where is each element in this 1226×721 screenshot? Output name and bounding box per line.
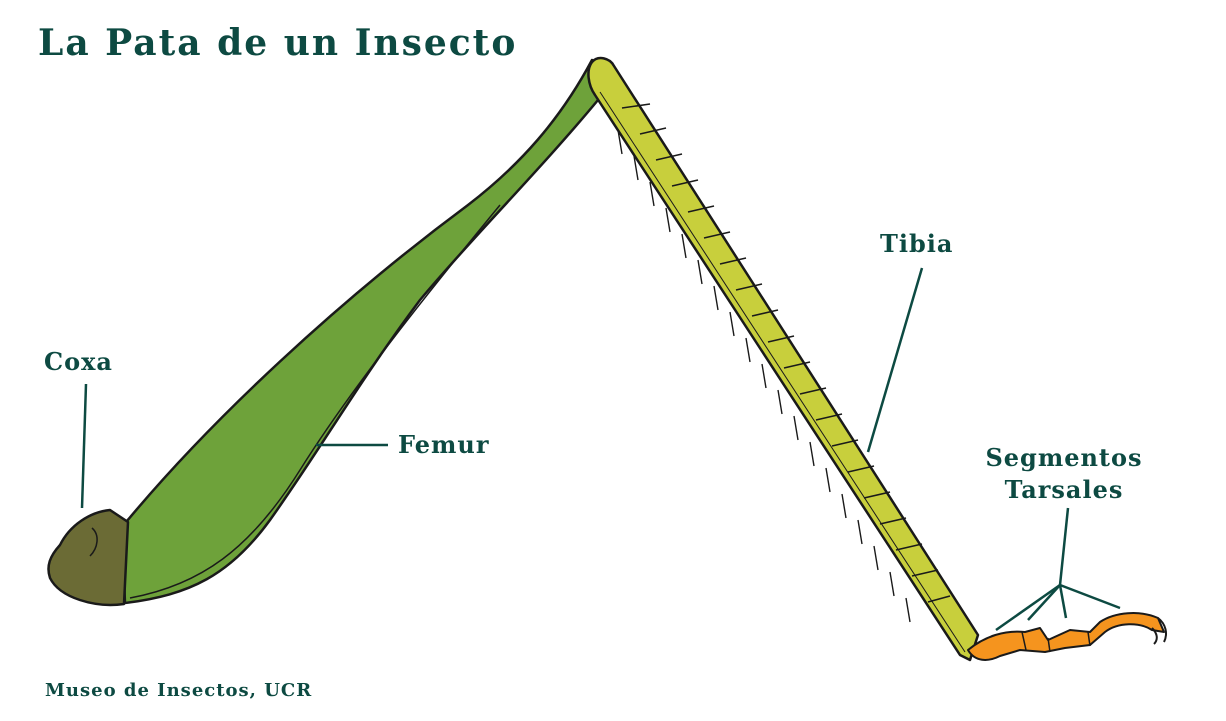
label-femur: Femur <box>398 430 490 459</box>
femur-groove <box>129 204 501 599</box>
tibia-shape <box>587 56 980 662</box>
tarsus-shape <box>967 612 1165 661</box>
tarsal-claws <box>1151 617 1167 645</box>
tibia-leader <box>866 267 924 453</box>
femur-shape <box>120 58 612 605</box>
tibia-inner-spines <box>617 129 911 623</box>
credit-text: Museo de Insectos, UCR <box>45 680 313 701</box>
tarsal-leader-3 <box>1058 584 1068 619</box>
coxa-fold <box>89 527 98 557</box>
tibia-edge <box>599 91 966 653</box>
label-coxa: Coxa <box>44 347 113 376</box>
label-tarsal-line1: Segmentos <box>985 443 1143 472</box>
coxa-leader <box>80 383 88 509</box>
tarsal-leader-4 <box>1059 583 1121 610</box>
diagram-title: La Pata de un Insecto <box>38 22 518 64</box>
tarsus-segments <box>1021 631 1091 653</box>
tibia-spines <box>621 103 951 603</box>
tarsal-leader-1 <box>995 583 1061 632</box>
label-tibia: Tibia <box>880 229 954 258</box>
label-tarsal-line2: Tarsales <box>1004 475 1124 504</box>
tarsal-leader-2 <box>1027 584 1061 621</box>
leader-lines <box>80 267 1121 632</box>
label-tarsal-segments: Segmentos Tarsales <box>984 442 1144 506</box>
coxa-shape <box>47 508 130 607</box>
tarsal-leader-stem <box>1058 507 1070 586</box>
